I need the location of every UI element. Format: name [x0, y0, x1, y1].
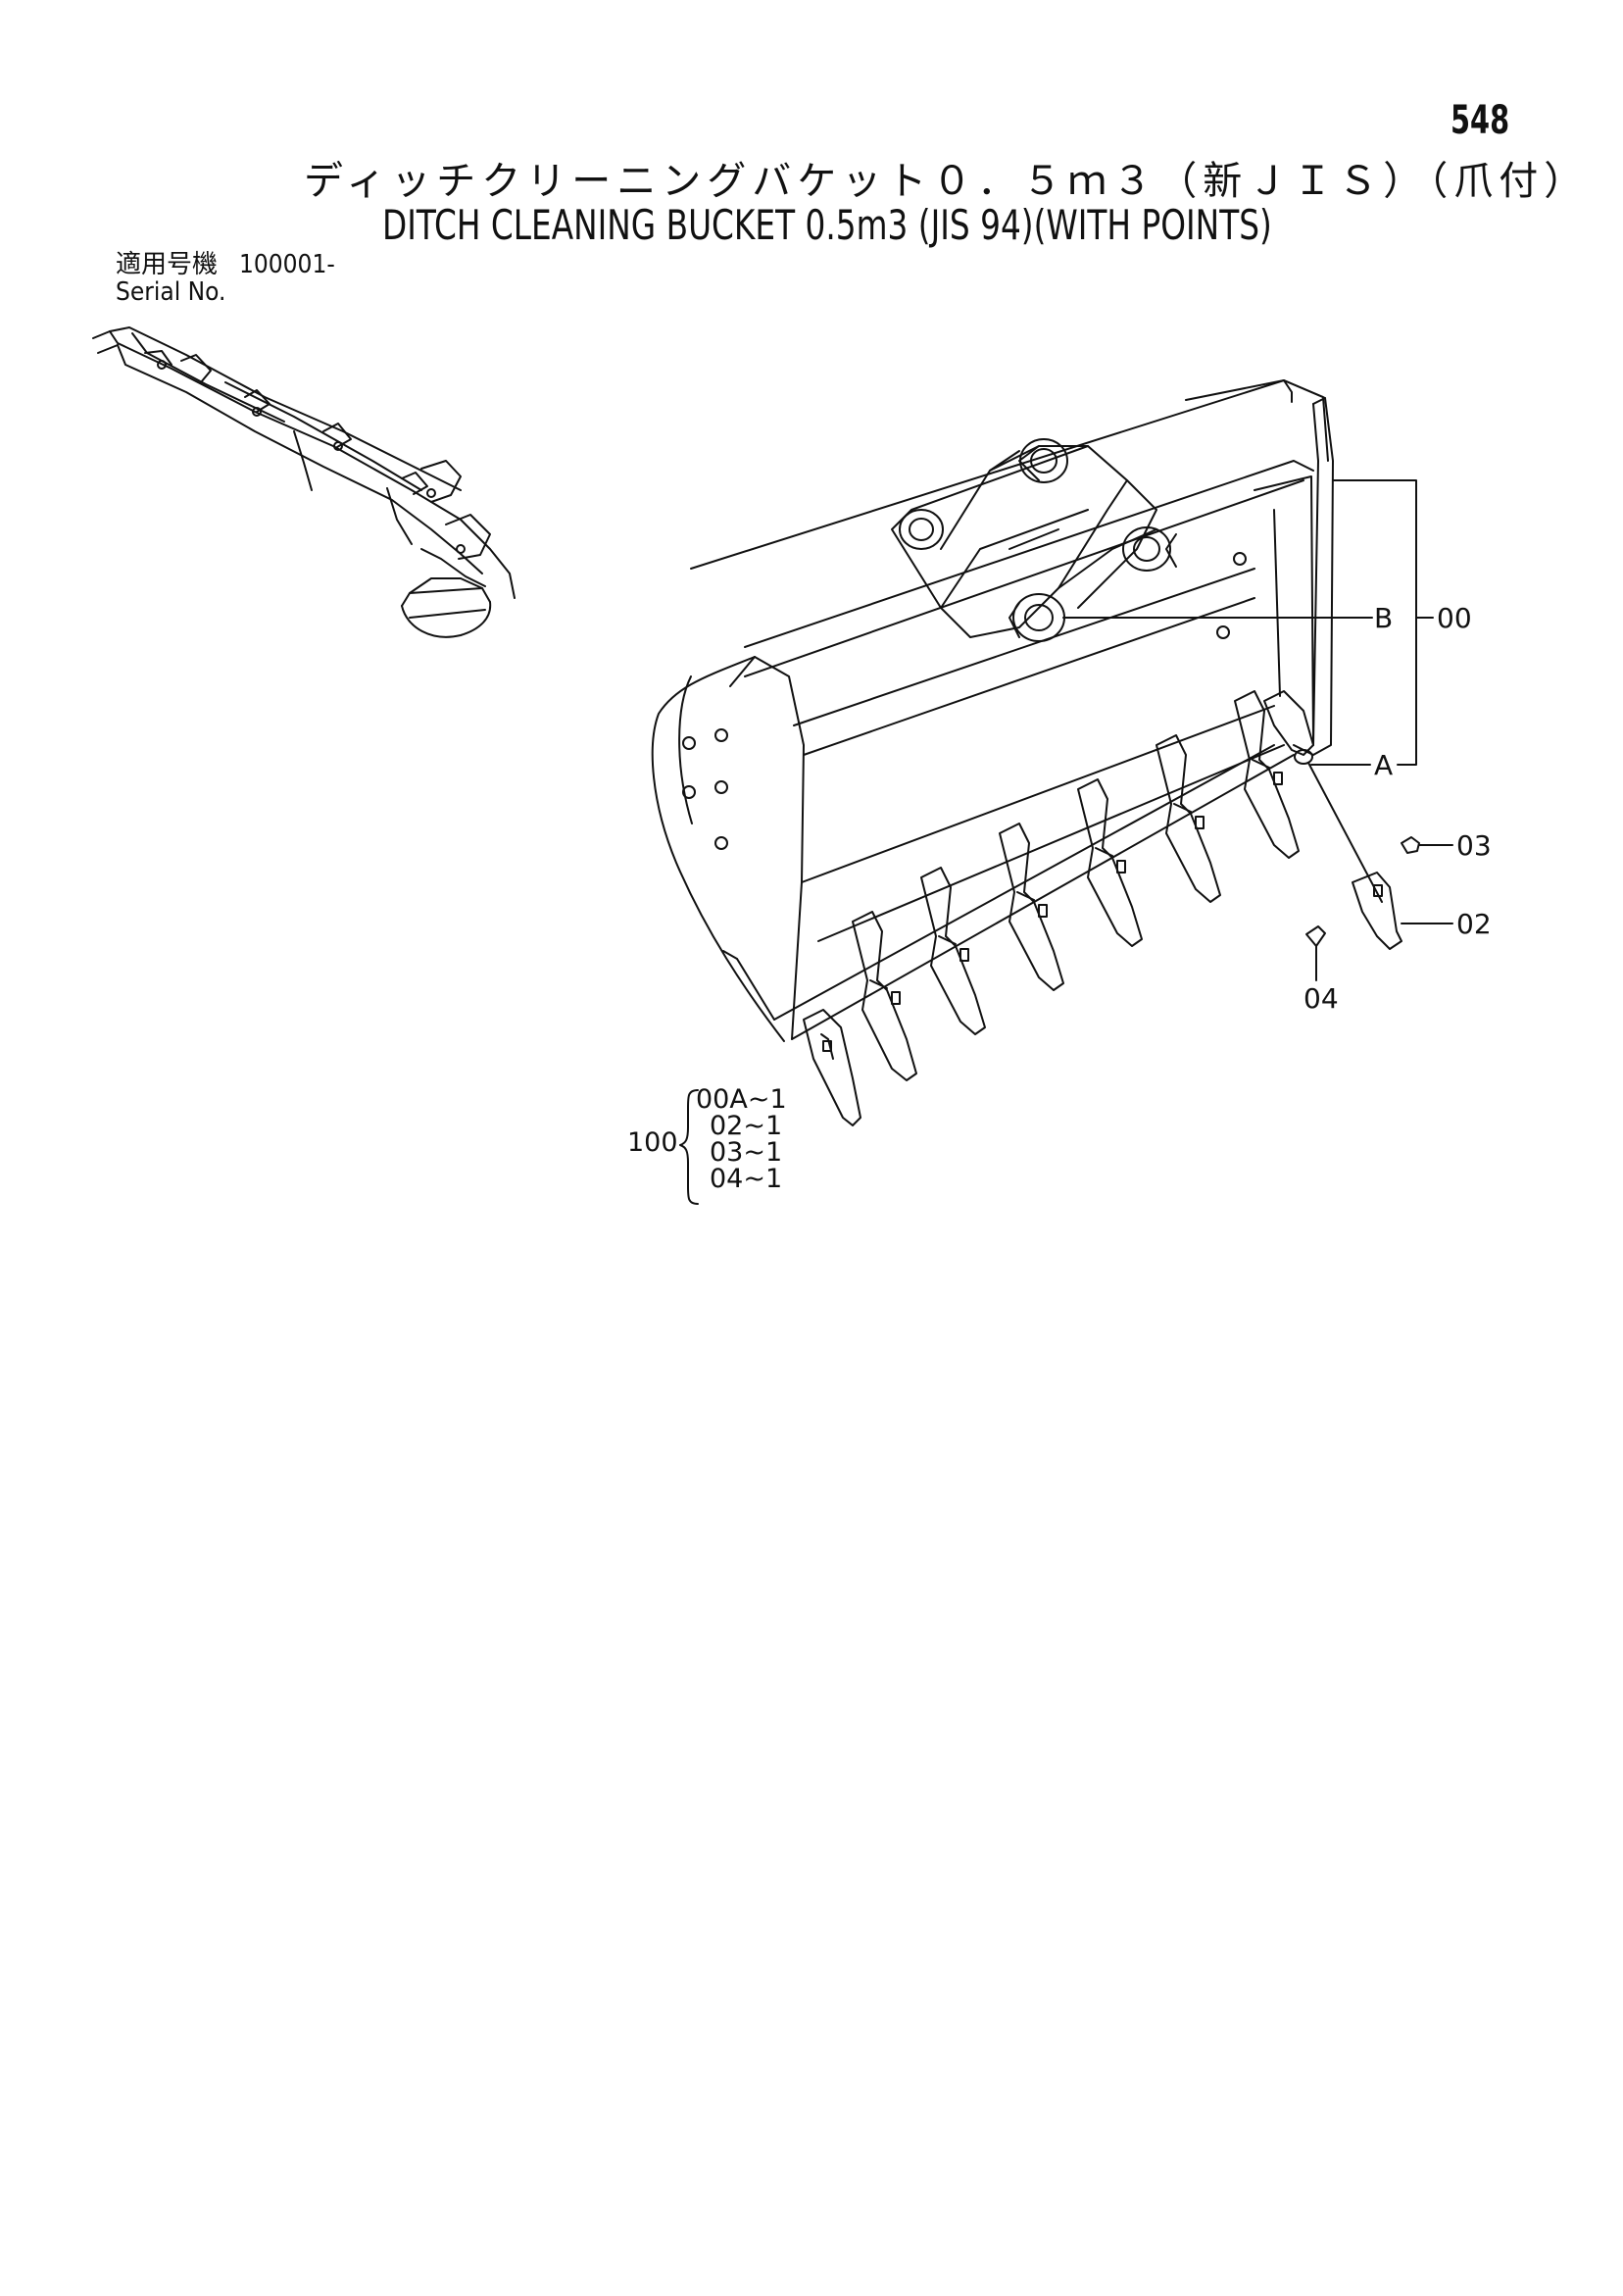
serial-block: 適用号機 100001- Serial No. — [116, 251, 346, 306]
serial-value: 100001- — [239, 250, 335, 279]
leader-lines — [1062, 479, 1453, 924]
bucket-teeth — [803, 690, 1314, 1126]
kit-item: 03~1 — [710, 1137, 783, 1168]
tooth-5 — [1077, 778, 1143, 947]
tooth-6 — [1156, 734, 1221, 903]
excavator-arm-overview — [92, 326, 516, 638]
part-04-lock — [1305, 925, 1326, 981]
tooth-4 — [999, 823, 1064, 991]
tooth-3 — [920, 867, 986, 1035]
title-japanese: ディッチクリーニングバケット０．５ｍ３（新ＪＩＳ）（爪付） — [304, 159, 1590, 204]
tooth-adapter-end — [1263, 690, 1314, 765]
kit-number: 100 — [627, 1127, 678, 1158]
tooth-7 — [1234, 690, 1300, 859]
title-english: DITCH CLEANING BUCKET 0.5m3 (JIS 94)(WIT… — [382, 201, 1272, 249]
serial-label-english: Serial No. — [116, 277, 226, 307]
callout-b: B — [1374, 602, 1393, 634]
callout-a: A — [1374, 749, 1393, 781]
callout-00: 00 — [1437, 602, 1472, 634]
callout-02: 02 — [1456, 908, 1492, 940]
kit-brace — [679, 1089, 699, 1205]
callout-03: 03 — [1456, 829, 1492, 862]
part-03-pin — [1401, 836, 1420, 854]
serial-label-japanese: 適用号機 — [116, 250, 219, 279]
kit-item: 02~1 — [710, 1111, 783, 1141]
bucket-body — [651, 379, 1334, 1042]
tooth-1 — [803, 1009, 861, 1126]
kit-item: 04~1 — [710, 1164, 783, 1194]
tooth-2 — [852, 911, 917, 1081]
page-number: 548 — [1451, 98, 1510, 143]
kit-item: 00A~1 — [696, 1084, 787, 1115]
exploded-parts — [1305, 762, 1420, 981]
callout-labels: B 00 A 03 02 04 — [1303, 602, 1492, 1015]
callout-04: 04 — [1303, 982, 1339, 1015]
pin-bosses — [899, 438, 1177, 642]
kit-items: 00A~1 02~1 03~1 04~1 — [696, 1086, 787, 1192]
part-02-point — [1352, 872, 1402, 950]
